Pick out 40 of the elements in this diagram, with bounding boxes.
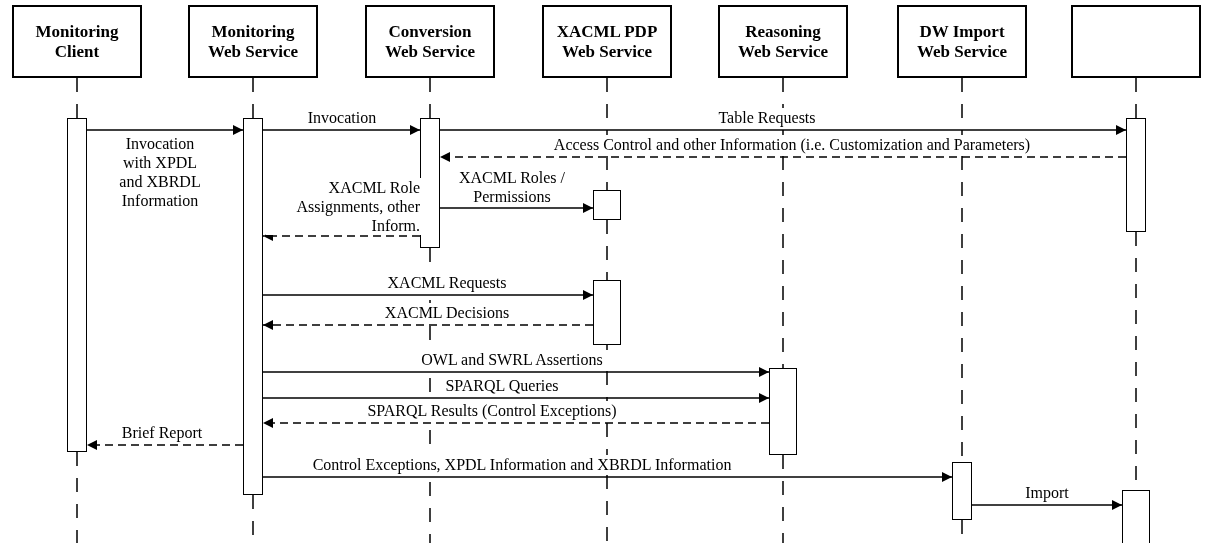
lifeline [76, 77, 78, 119]
message-arrow [971, 500, 1123, 510]
lifeline-header: Reasoning Web Service [718, 5, 848, 78]
lifeline [782, 454, 784, 543]
lifeline-header: Conversion Web Service [365, 5, 495, 78]
message-arrow [262, 367, 770, 377]
message-arrow [262, 125, 421, 135]
message-arrow [439, 203, 594, 213]
return-arrow [439, 152, 1127, 162]
edge-label: XACML Role Assignments, other Inform. [266, 178, 422, 235]
lifeline-header: DW Import Web Service [897, 5, 1027, 78]
message-arrow [439, 125, 1127, 135]
lifeline-header: Monitoring Web Service [188, 5, 318, 78]
lifeline-header [1071, 5, 1201, 78]
activation-bar [420, 118, 440, 248]
lifeline [782, 77, 784, 369]
lifeline-header: Monitoring Client [12, 5, 142, 78]
message-arrow [262, 290, 594, 300]
activation-bar [952, 462, 972, 520]
lifeline [1135, 77, 1137, 119]
message-arrow [262, 472, 953, 482]
lifeline [76, 451, 78, 543]
activation-bar [1122, 490, 1150, 543]
lifeline [606, 344, 608, 543]
return-arrow [262, 418, 770, 428]
activation-bar [1126, 118, 1146, 232]
activation-bar [593, 190, 621, 220]
lifeline [606, 77, 608, 191]
return-arrow [86, 440, 244, 450]
lifeline [606, 219, 608, 281]
lifeline [429, 77, 431, 119]
return-arrow [262, 320, 594, 330]
activation-bar [243, 118, 263, 495]
activation-bar [769, 368, 797, 455]
lifeline-header: XACML PDP Web Service [542, 5, 672, 78]
activation-bar [67, 118, 87, 452]
activation-bar [593, 280, 621, 345]
lifeline [252, 77, 254, 119]
message-arrow [262, 393, 770, 403]
message-arrow [86, 125, 244, 135]
